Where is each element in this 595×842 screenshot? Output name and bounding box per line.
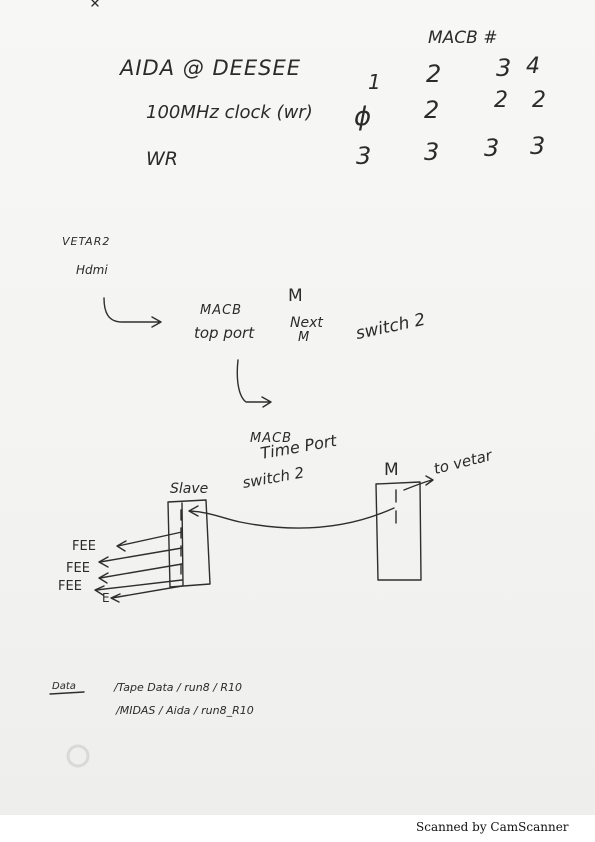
arrow-to-vetar (403, 475, 434, 491)
macb-header: MACB # (428, 28, 498, 48)
slave-box (167, 499, 211, 588)
label-slave: Slave (170, 481, 209, 497)
row-clock-val-2: 2 (424, 96, 440, 124)
row-label-wr: WR (146, 148, 178, 170)
fee-line-2 (98, 547, 183, 568)
slave-divider (181, 502, 184, 586)
notes-line-1: /Tape Data / run8 / R10 (114, 681, 243, 694)
row-clock-val-1: ϕ (354, 102, 372, 132)
scanned-page (0, 0, 595, 815)
row-aida-val-3: 3 (496, 54, 512, 82)
row-wr-val-4: 3 (530, 132, 546, 160)
fee-line-1 (116, 531, 183, 552)
label-top-port: top port (194, 324, 255, 342)
row-wr-val-2: 3 (424, 138, 440, 166)
row-aida-val-1: 1 (368, 70, 381, 94)
row-wr-val-1: 3 (356, 142, 372, 170)
fee-line-3 (98, 563, 183, 584)
arrow-topport-to-timeport (236, 359, 272, 408)
label-next-m: M (298, 330, 310, 345)
label-next: Next (290, 315, 323, 331)
corner-mark (91, 0, 99, 7)
master-box (375, 481, 422, 581)
notes-label: Data (52, 681, 76, 692)
label-m: M (288, 286, 303, 306)
notes-line-2: /MIDAS / Aida / run8_R10 (116, 704, 254, 717)
label-fee-1: FEE (72, 539, 96, 554)
row-clock-val-4: 2 (532, 88, 546, 113)
row-clock-val-3: 2 (494, 88, 508, 113)
row-aida-val-4: 4 (526, 54, 540, 79)
scanner-watermark: Scanned by CamScanner (416, 820, 569, 834)
row-aida-val-2: 2 (426, 60, 442, 88)
label-hdmi: Hdmi (76, 263, 108, 277)
fee-line-5 (110, 585, 183, 603)
row-wr-val-3: 3 (484, 134, 500, 162)
label-master: M (384, 460, 399, 480)
label-fee-3: FEE (58, 579, 82, 594)
label-macb-time: MACB (250, 431, 293, 446)
label-vetar: VETAR2 (62, 235, 111, 248)
row-label-aida: AIDA @ DEESEE (120, 56, 302, 80)
handwritten-sketch (49, 0, 434, 768)
label-fee-2: FEE (66, 561, 90, 576)
fee-line-4 (94, 579, 183, 596)
label-fee-5: E (102, 591, 110, 605)
wr-link (188, 505, 395, 529)
label-macb: MACB (200, 303, 243, 318)
arrow-hdmi-to-macb (103, 297, 162, 328)
row-label-clock: 100MHz clock (wr) (146, 102, 313, 123)
